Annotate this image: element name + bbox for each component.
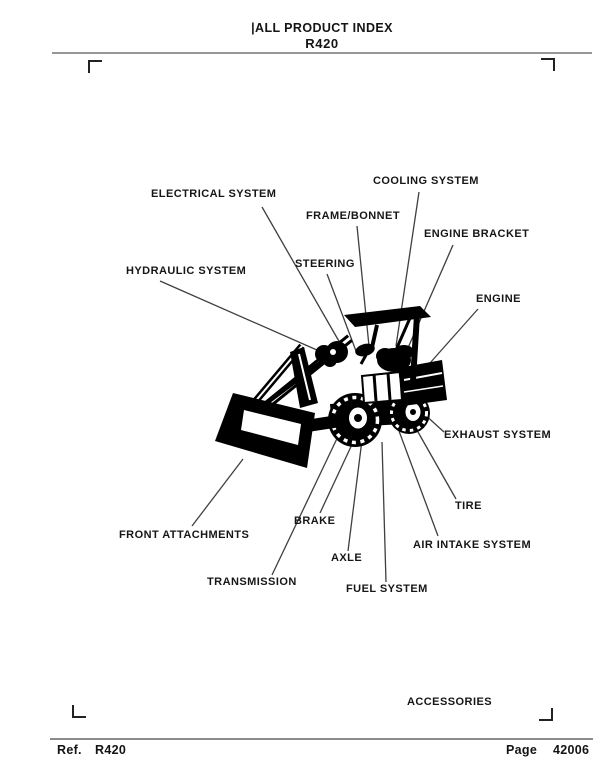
leader-line-tire xyxy=(417,431,457,500)
label-engine-bracket[interactable]: ENGINE BRACKET xyxy=(424,228,530,240)
header: |ALL PRODUCT INDEX R420 xyxy=(44,21,600,51)
label-exhaust-system[interactable]: EXHAUST SYSTEM xyxy=(444,429,552,441)
label-brake[interactable]: BRAKE xyxy=(294,515,336,527)
leader-line-axle xyxy=(347,439,363,552)
label-cooling-system[interactable]: COOLING SYSTEM xyxy=(373,175,479,187)
label-electrical-system[interactable]: ELECTRICAL SYSTEM xyxy=(151,188,277,200)
crop-mark-bottom-right-icon xyxy=(539,708,553,721)
footer-ref-label: Ref. xyxy=(57,743,82,757)
footer-divider xyxy=(50,738,593,740)
model-number: R420 xyxy=(305,36,339,51)
label-fuel-system[interactable]: FUEL SYSTEM xyxy=(346,583,428,595)
leader-line-transmission xyxy=(271,427,343,576)
leader-line-hydraulic-system xyxy=(159,280,327,355)
label-tire[interactable]: TIRE xyxy=(455,500,482,512)
crop-mark-top-right-icon xyxy=(541,58,555,71)
leader-line-steering xyxy=(326,273,357,352)
label-hydraulic-system[interactable]: HYDRAULIC SYSTEM xyxy=(126,265,247,277)
page-title: |ALL PRODUCT INDEX xyxy=(251,21,393,35)
footer-page-value: 42006 xyxy=(553,743,590,757)
wheel-loader-illustration xyxy=(215,306,447,468)
label-accessories[interactable]: ACCESSORIES xyxy=(407,696,493,708)
leader-line-fuel-system xyxy=(381,441,387,583)
crop-mark-bottom-left-icon xyxy=(72,705,86,718)
label-transmission[interactable]: TRANSMISSION xyxy=(207,576,297,588)
leader-line-frame-bonnet xyxy=(356,225,370,347)
label-front-attachments[interactable]: FRONT ATTACHMENTS xyxy=(119,529,250,541)
label-frame-bonnet[interactable]: FRAME/BONNET xyxy=(306,210,401,222)
leader-line-front-attachments xyxy=(191,458,244,527)
crop-mark-top-left-icon xyxy=(88,60,102,73)
leader-line-brake xyxy=(319,437,356,514)
footer-ref-value: R420 xyxy=(95,743,127,757)
leader-line-electrical-system xyxy=(261,206,345,351)
label-steering[interactable]: STEERING xyxy=(295,258,355,270)
header-divider xyxy=(52,52,592,54)
label-engine[interactable]: ENGINE xyxy=(476,293,521,305)
leader-line-engine-bracket xyxy=(403,244,454,358)
label-air-intake-system[interactable]: AIR INTAKE SYSTEM xyxy=(413,539,532,551)
leader-line-engine xyxy=(429,308,479,364)
leader-line-air-intake-system xyxy=(398,430,439,537)
label-axle[interactable]: AXLE xyxy=(331,552,363,564)
footer-page-label: Page xyxy=(506,743,538,757)
